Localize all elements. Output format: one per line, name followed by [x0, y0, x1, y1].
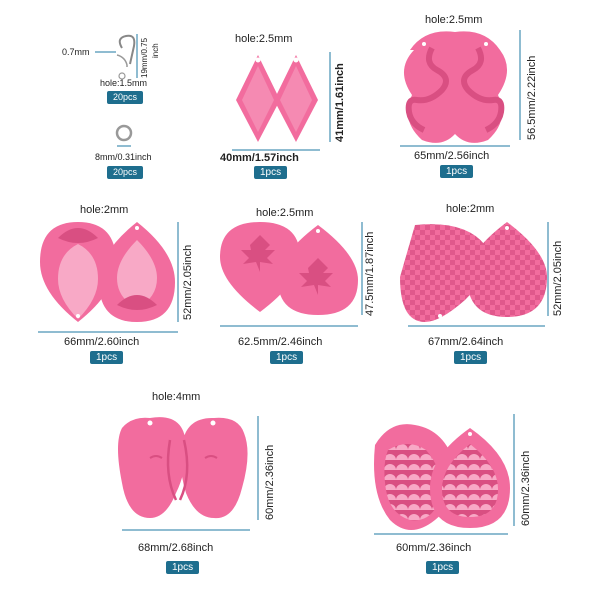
hook-wire-label: 0.7mm	[62, 47, 90, 57]
snake-hole-label: hole:2.5mm	[425, 14, 483, 26]
scale-height-label: 60mm/2.36inch	[520, 450, 532, 526]
leaf-width-label: 62.5mm/2.46inch	[238, 336, 323, 348]
hook-qty-badge: 20pcs	[107, 91, 144, 104]
ring-qty-badge: 20pcs	[107, 166, 144, 179]
rhombus-hole-label: hole:2.5mm	[235, 33, 293, 45]
rhombus-width-label: 40mm/1.57inch	[220, 152, 299, 164]
ring-size-label: 8mm/0.31inch	[95, 152, 152, 162]
check-qty-badge: 1pcs	[454, 351, 488, 364]
mandala-width-label: 66mm/2.60inch	[64, 336, 140, 348]
face-width-label: 68mm/2.68inch	[138, 542, 214, 554]
mandala-hole-label: hole:2mm	[80, 204, 129, 216]
scale-width-label: 60mm/2.36inch	[396, 542, 472, 554]
snake-width-label: 65mm/2.56inch	[414, 150, 490, 162]
snake-qty-badge: 1pcs	[440, 165, 474, 178]
check-width-label: 67mm/2.64inch	[428, 336, 504, 348]
scale-qty-badge: 1pcs	[426, 561, 460, 574]
face-qty-badge: 1pcs	[166, 561, 200, 574]
rhombus-qty-badge: 1pcs	[254, 166, 288, 179]
leaf-hole-label: hole:2.5mm	[256, 207, 314, 219]
hook-hole-label: hole:1.5mm	[100, 78, 148, 88]
mandala-qty-badge: 1pcs	[90, 351, 124, 364]
check-hole-label: hole:2mm	[446, 203, 495, 215]
leaf-qty-badge: 1pcs	[270, 351, 304, 364]
face-hole-label: hole:4mm	[152, 391, 201, 403]
